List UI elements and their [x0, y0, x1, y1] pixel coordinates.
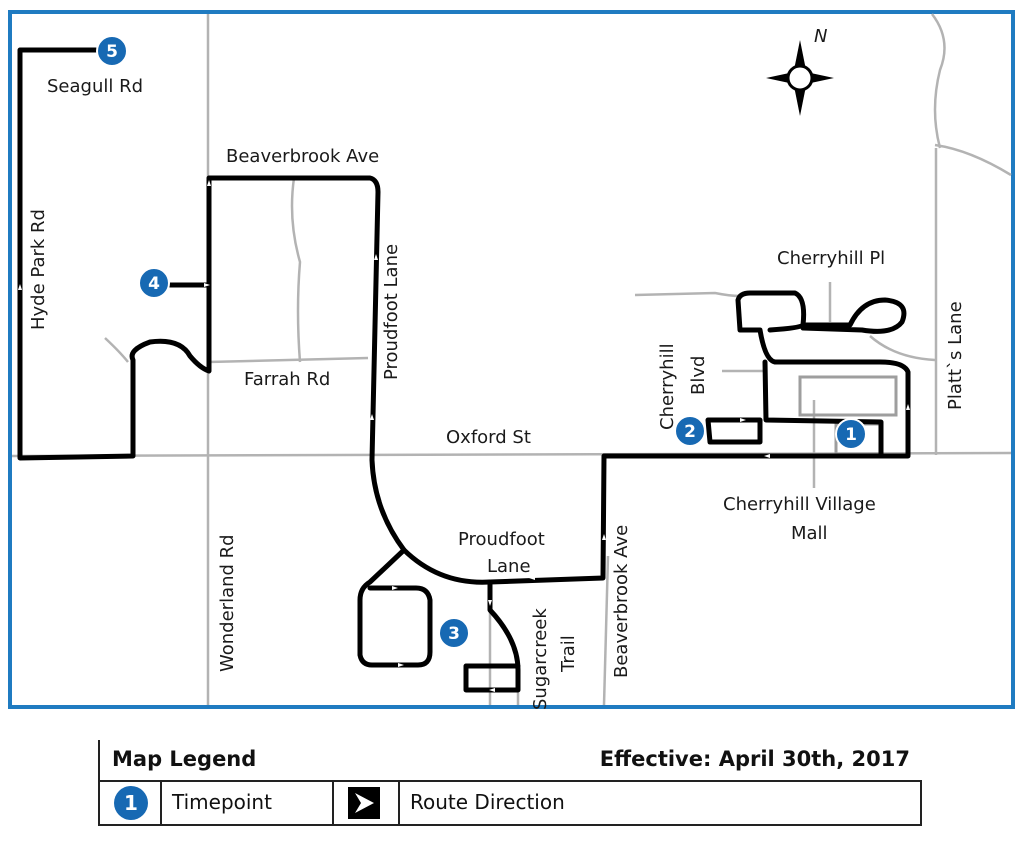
wonderland-rd-label: Wonderland Rd — [217, 534, 238, 672]
arrow-proudfoot-mid — [370, 414, 374, 420]
timepoint-4[interactable]: 4 — [138, 267, 170, 299]
legend-direction-label: Route Direction — [410, 790, 565, 814]
timepoint-3[interactable]: 3 — [438, 617, 470, 649]
mall-label-1: Cherryhill Village — [723, 494, 876, 515]
timepoint-1-number: 1 — [845, 425, 857, 445]
timepoint-2-number: 2 — [684, 422, 696, 442]
cherryhill-blvd-label-1: Cherryhill — [657, 343, 678, 430]
legend-direction-symbol-cell — [334, 782, 400, 824]
arrow-sw-loop-top — [392, 586, 398, 590]
route-direction-arrow-icon — [355, 793, 374, 813]
mall-building — [798, 375, 898, 417]
proudfoot-lane-north-label: Proudfoot Lane — [381, 244, 402, 380]
timepoint-2[interactable]: 2 — [674, 415, 706, 447]
timepoint-5[interactable]: 5 — [96, 35, 128, 67]
park-boundary — [931, 13, 946, 149]
minor-street — [290, 177, 302, 363]
farrah-rd-label: Farrah Rd — [244, 369, 330, 390]
legend-direction-label-cell: Route Direction — [400, 782, 916, 824]
arrow-beaverbrook-south — [602, 534, 606, 540]
seagull-rd-label: Seagull Rd — [47, 76, 143, 97]
legend-timepoint-symbol-cell: 1 — [100, 782, 162, 824]
arrow-beaverbrook-north — [207, 180, 211, 186]
timepoint-1[interactable]: 1 — [835, 418, 867, 450]
minor-street-west — [104, 337, 129, 363]
north-arrow-icon — [766, 40, 834, 116]
cherryhill-pl-label: Cherryhill Pl — [777, 248, 885, 269]
arrow-mall-east — [906, 404, 910, 410]
route-direction-icon — [348, 787, 380, 819]
sugarcreek-trail-label-1: Sugarcreek — [530, 608, 551, 710]
arrow-oxford-east — [764, 454, 770, 458]
sugarcreek-trail-label-2: Trail — [558, 635, 579, 673]
platts-lane-curve — [934, 143, 1012, 177]
arrow-sugarcreek-loop — [489, 688, 495, 692]
arrow-proudfoot-north — [374, 254, 378, 260]
beaverbrook-ave-south-label: Beaverbrook Ave — [611, 525, 632, 678]
legend-timepoint-label-cell: Timepoint — [162, 782, 334, 824]
route-cherryhill-pl-loop — [800, 297, 907, 334]
beaverbrook-south-line — [602, 555, 610, 706]
cherryhill-pl-connector — [869, 335, 936, 362]
timepoint-3-number: 3 — [448, 624, 460, 644]
oxford-st-label: Oxford St — [446, 427, 531, 448]
arrow-spur-4 — [204, 283, 210, 287]
arrow-sw-loop-bottom — [398, 663, 404, 667]
mall-label-2: Mall — [791, 523, 828, 544]
legend-title: Map Legend — [112, 747, 257, 771]
proudfoot-lane-south-label-1: Proudfoot — [458, 529, 545, 550]
arrow-loop-2 — [740, 418, 746, 422]
proudfoot-lane-south-label-2: Lane — [487, 556, 531, 577]
route-mall-loop — [762, 359, 884, 458]
arrow-hyde-park — [18, 284, 22, 290]
route-main-path — [17, 47, 911, 585]
legend-header: Map Legend Effective: April 30th, 2017 — [98, 740, 922, 780]
hyde-park-rd-label: Hyde Park Rd — [28, 209, 49, 330]
farrah-rd-line — [207, 356, 369, 364]
platts-lane-label: Platt`s Lane — [945, 301, 966, 410]
timepoint-5-number: 5 — [106, 42, 118, 62]
effective-date: Effective: April 30th, 2017 — [599, 747, 910, 771]
timepoint-4-number: 4 — [148, 274, 160, 294]
arrow-proudfoot-south — [529, 576, 535, 580]
compass-north-label: N — [814, 26, 827, 47]
beaverbrook-ave-north-label: Beaverbrook Ave — [226, 146, 379, 167]
route-southwest-loop — [357, 547, 433, 668]
bus-route — [17, 47, 911, 693]
route-map: N Seagull Rd Hyde Park Rd Beaverbrook Av… — [8, 10, 1015, 710]
arrow-sugarcreek — [488, 600, 492, 606]
cherryhill-blvd-label-2: Blvd — [688, 356, 709, 395]
map-legend: Map Legend Effective: April 30th, 2017 1… — [98, 740, 922, 826]
route-sugarcreek-loop — [463, 579, 521, 693]
timepoint-icon: 1 — [114, 786, 148, 820]
legend-timepoint-label: Timepoint — [172, 790, 272, 814]
legend-row: 1 Timepoint Route Direction — [98, 780, 922, 826]
route-direction-arrows — [18, 180, 910, 692]
